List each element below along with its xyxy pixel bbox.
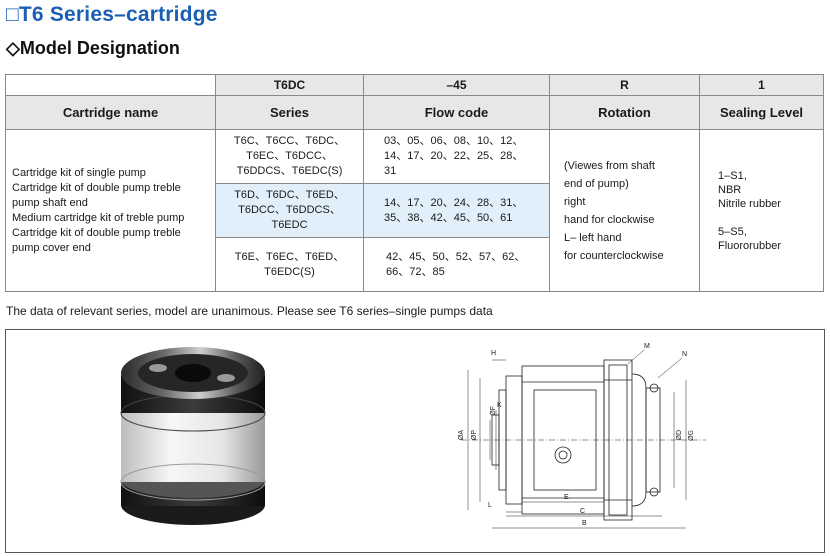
dim-label-p: ØP (471, 430, 478, 441)
dim-label-e: E (564, 494, 569, 501)
cartridge-dimension-drawing (461, 349, 706, 529)
sealing-line: Nitrile rubber (718, 197, 781, 210)
dim-label-l: L (488, 502, 492, 509)
header-row: Cartridge name Series Flow code Rotation… (5, 95, 824, 130)
dim-label-g: ØG (688, 430, 695, 441)
rotation-line: end of pump) (564, 177, 629, 190)
figure-panel: H M N K ØF ØA ØP ØD ØG L E C B (5, 329, 825, 553)
dim-label-d: ØD (676, 430, 683, 441)
series-group: T6E、T6EC、T6ED、T6EDC(S) (234, 250, 345, 278)
dim-label-h: H (491, 350, 497, 357)
sealing-cell: 1–S1, NBR Nitrile rubber 5–S5, Fluororub… (699, 129, 824, 292)
series-cell: T6C、T6CC、T6DC、T6EC、T6DCC、T6DDCS、T6EDC(S)… (215, 129, 364, 292)
sealing-line (718, 211, 823, 225)
rotation-line: (Viewes from shaft (564, 159, 655, 172)
code-rotation: R (549, 74, 700, 96)
code-row: T6DC –45 R 1 (5, 74, 824, 96)
dim-label-c: C (580, 508, 586, 515)
header-sealing-level: Sealing Level (699, 95, 824, 130)
dim-label-f: ØF (490, 406, 497, 416)
dim-label-a: ØA (458, 430, 465, 441)
section-title: ◇Model Designation (6, 38, 180, 58)
rotation-line: hand for clockwise (564, 213, 655, 226)
sealing-line: NBR (718, 183, 742, 196)
page-title: □T6 Series–cartridge (6, 3, 218, 26)
sealing-line: Fluororubber (718, 239, 781, 252)
flow-group: 42、45、50、52、57、62、66、72、85 (386, 250, 526, 278)
dim-label-k: K (497, 402, 502, 409)
rotation-line: right (564, 195, 586, 208)
dim-label-b: B (582, 520, 587, 527)
header-cartridge-name: Cartridge name (5, 95, 216, 130)
header-series: Series (215, 95, 364, 130)
flow-group: 14、17、20、24、28、31、35、38、42、45、50、61 (364, 184, 549, 238)
header-rotation: Rotation (549, 95, 700, 130)
code-sealing: 1 (699, 74, 824, 96)
flow-code-cell: 03、05、06、08、10、12、14、17、20、22、25、28、31 1… (363, 129, 550, 292)
rotation-line: for counterclockwise (564, 249, 664, 262)
rotation-line: L– left hand (564, 231, 622, 244)
cartridge-name-item: Cartridge kit of double pump treble pump… (12, 181, 181, 209)
body-row: Cartridge kit of single pump Cartridge k… (5, 129, 824, 292)
cartridge-name-item: Cartridge kit of single pump (12, 166, 146, 179)
header-flow-code: Flow code (363, 95, 550, 130)
dim-label-n: N (682, 351, 688, 358)
series-group: T6C、T6CC、T6DC、T6EC、T6DCC、T6DDCS、T6EDC(S) (216, 130, 363, 184)
cartridge-name-item: Cartridge kit of double pump treble pump… (12, 226, 181, 254)
code-series: T6DC (215, 74, 364, 96)
code-blank (5, 74, 216, 96)
code-flow: –45 (363, 74, 550, 96)
model-designation-table: T6DC –45 R 1 Cartridge name Series Flow … (5, 74, 824, 292)
sealing-line: 5–S5, (718, 225, 747, 238)
cartridge-name-item: Medium cartridge kit of treble pump (12, 211, 185, 224)
cartridge-names-cell: Cartridge kit of single pump Cartridge k… (5, 129, 216, 292)
series-group: T6D、T6DC、T6ED、T6DCC、T6DDCS、T6EDC (216, 184, 363, 238)
flow-group: 03、05、06、08、10、12、14、17、20、22、25、28、31 (364, 130, 549, 184)
sealing-line: 1–S1, (718, 169, 747, 182)
cartridge-photo (120, 347, 266, 525)
note-text: The data of relevant series, model are u… (6, 304, 493, 318)
dim-label-m: M (644, 343, 650, 350)
rotation-cell: (Viewes from shaft end of pump) right ha… (549, 129, 700, 292)
